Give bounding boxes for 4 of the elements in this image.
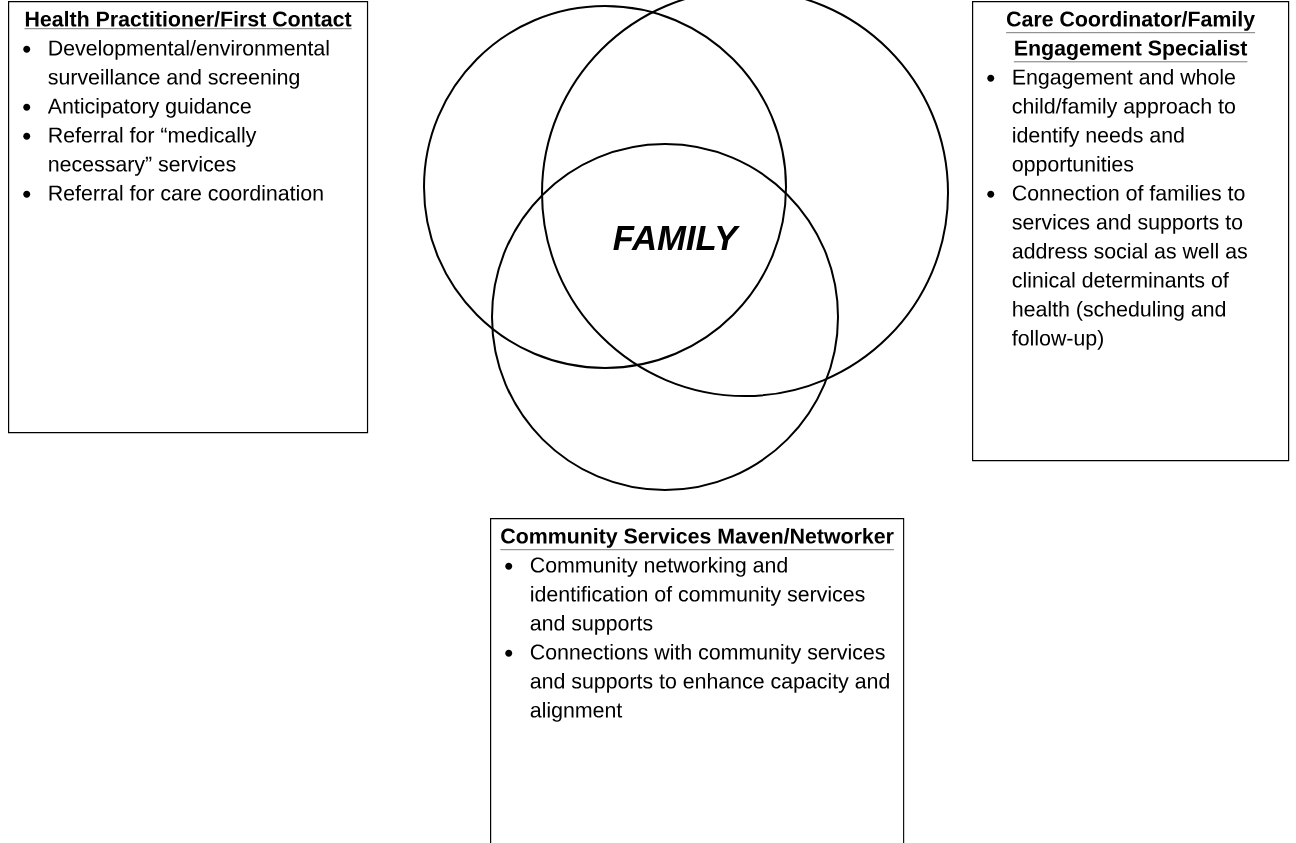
text-box: Health Practitioner/First Contact Developmental/environmental surveillance and screening Anticipatory guidance Referral for “medically necessary” services Referral for care coordination bbox=[8, 1, 369, 434]
text-box: Community Services Maven/Networker Community networking and identification of community services and supports Connections with community services and supports to enhance capacity and alignment bbox=[490, 518, 905, 843]
center-label: FAMILY bbox=[611, 224, 740, 252]
text-box: Care Coordinator/Family Engagement Specialist Engagement and whole child/family approach to identify needs and opportunities Connection of families to services and supports to address social as well as clinical determinants of health (scheduling and follow-up) bbox=[972, 1, 1290, 462]
